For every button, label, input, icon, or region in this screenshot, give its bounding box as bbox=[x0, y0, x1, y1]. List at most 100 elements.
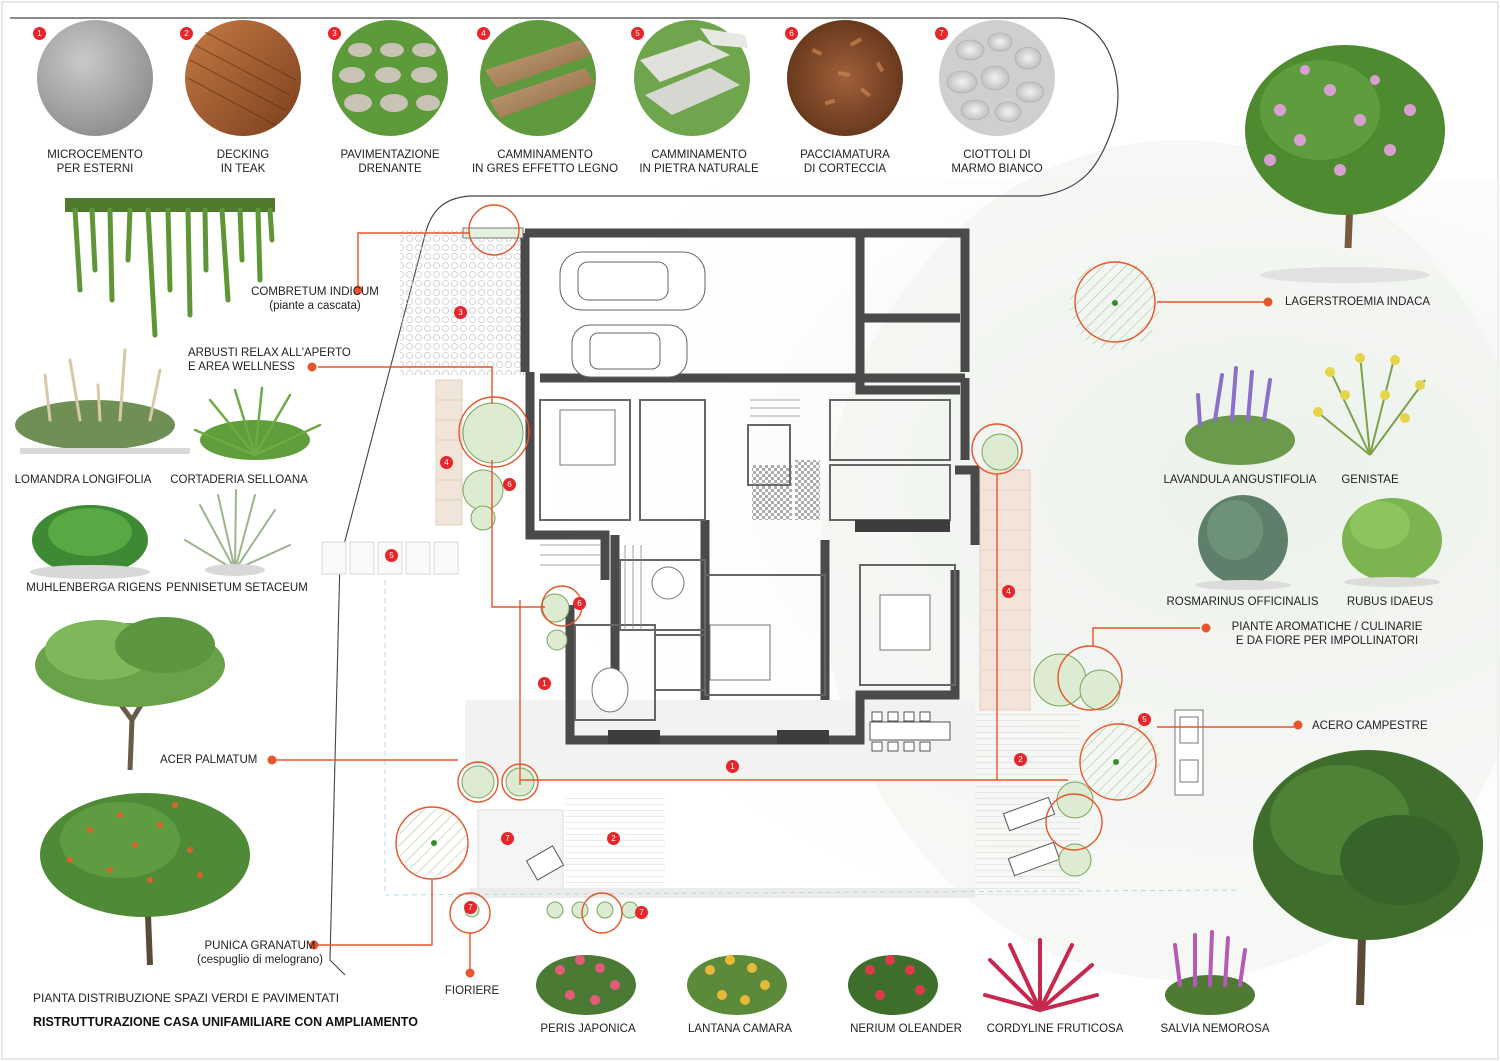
rosmarinus-plant-icon bbox=[1195, 495, 1291, 590]
combretum-plant-icon bbox=[65, 198, 275, 338]
plan-marker: 5 bbox=[1138, 713, 1151, 726]
concrete-swatch-icon bbox=[37, 20, 153, 136]
material-label: PAVIMENTAZIONE DRENANTE bbox=[330, 148, 450, 176]
material-number-badge: 4 bbox=[477, 27, 490, 40]
muhlenbergia-plant-icon bbox=[30, 505, 150, 579]
floor-plan bbox=[321, 227, 1241, 919]
lagerstroemia-tree-icon bbox=[1245, 45, 1445, 283]
acer-palmatum-tree-icon bbox=[35, 617, 225, 771]
grass-paver-swatch-icon bbox=[332, 20, 448, 136]
teak-swatch-icon bbox=[185, 20, 301, 136]
material-number-badge: 6 bbox=[785, 27, 798, 40]
material-label: DECKING IN TEAK bbox=[183, 148, 303, 176]
arbusti-label: ARBUSTI RELAX ALL'APERTO E AREA WELLNESS bbox=[188, 346, 351, 374]
material-label: MICROCEMENTO PER ESTERNI bbox=[35, 148, 155, 176]
lomandra-plant-icon bbox=[15, 348, 190, 454]
material-label-line2: IN PIETRA NATURALE bbox=[639, 163, 759, 175]
peris-plant-icon bbox=[536, 955, 636, 1015]
arbusti-label-line1: ARBUSTI RELAX ALL'APERTO bbox=[188, 347, 351, 359]
material-label-line1: CAMMINAMENTO bbox=[651, 149, 747, 161]
punica-granatum-tree-icon bbox=[40, 793, 250, 966]
fioriere-label: FIORIERE bbox=[444, 985, 500, 997]
cortaderia-label: CORTADERIA SELLOANA bbox=[170, 474, 308, 486]
material-label-line1: MICROCEMENTO bbox=[47, 149, 143, 161]
genistae-label: GENISTAE bbox=[1341, 474, 1399, 486]
cordyline-plant-icon bbox=[983, 938, 1099, 1012]
plan-marker: 6 bbox=[573, 597, 586, 610]
material-label: CAMMINAMENTO IN PIETRA NATURALE bbox=[624, 148, 774, 176]
plan-marker: 5 bbox=[385, 549, 398, 562]
stone-slab-swatch-icon bbox=[634, 20, 750, 136]
plan-marker: 7 bbox=[464, 901, 477, 914]
nerium-label: NERIUM OLEANDER bbox=[850, 1023, 962, 1035]
lavandula-label: LAVANDULA ANGUSTIFOLIA bbox=[1163, 474, 1317, 486]
wood-tile-swatch-icon bbox=[480, 20, 596, 136]
cortaderia-plant-icon bbox=[193, 386, 322, 460]
plan-marker: 7 bbox=[635, 906, 648, 919]
plan-marker: 4 bbox=[440, 456, 453, 469]
lavandula-plant-icon bbox=[1185, 366, 1295, 465]
material-label-line1: CAMMINAMENTO bbox=[497, 149, 593, 161]
material-label-line2: DRENANTE bbox=[358, 163, 422, 175]
arbusti-label-line2: E AREA WELLNESS bbox=[188, 361, 295, 373]
marble-pebble-swatch-icon bbox=[939, 20, 1055, 136]
material-number-badge: 7 bbox=[935, 27, 948, 40]
genistae-plant-icon bbox=[1313, 353, 1426, 456]
material-number-badge: 3 bbox=[328, 27, 341, 40]
punica-label-line1: PUNICA GRANATUM bbox=[204, 940, 316, 952]
plan-marker: 6 bbox=[503, 478, 516, 491]
aromatiche-label-line2: E DA FIORE PER IMPOLLINATORI bbox=[1235, 635, 1419, 647]
punica-label-line2: (cespuglio di melograno) bbox=[197, 954, 323, 966]
aromatiche-label: PIANTE AROMATICHE / CULINARIE E DA FIORE … bbox=[1222, 620, 1432, 648]
plan-marker: 2 bbox=[1014, 753, 1027, 766]
acer-palmatum-label: ACER PALMATUM bbox=[160, 754, 258, 766]
acero-campestre-tree-icon bbox=[1253, 750, 1483, 1006]
combretum-label-line2: (piante a cascata) bbox=[269, 300, 361, 312]
material-number-badge: 5 bbox=[631, 27, 644, 40]
material-number-badge: 2 bbox=[180, 27, 193, 40]
rubus-plant-icon bbox=[1342, 498, 1442, 587]
plan-marker: 3 bbox=[454, 306, 467, 319]
material-swatches bbox=[37, 20, 1055, 136]
callout-lines bbox=[274, 204, 1296, 973]
lantana-plant-icon bbox=[687, 955, 787, 1015]
plan-marker: 1 bbox=[726, 760, 739, 773]
pennisetum-label: PENNISETUM SETACEUM bbox=[166, 582, 308, 594]
lantana-label: LANTANA CAMARA bbox=[688, 1023, 792, 1035]
material-label-line2: MARMO BIANCO bbox=[951, 163, 1043, 175]
material-number-badge: 1 bbox=[33, 27, 46, 40]
material-label-line1: PACCIAMATURA bbox=[800, 149, 890, 161]
cordyline-label: CORDYLINE FRUTICOSA bbox=[986, 1023, 1124, 1035]
material-label: CIOTTOLI DI MARMO BIANCO bbox=[937, 148, 1057, 176]
material-label: CAMMINAMENTO IN GRES EFFETTO LEGNO bbox=[465, 148, 625, 176]
material-label-line1: CIOTTOLI DI bbox=[963, 149, 1031, 161]
peris-label: PERIS JAPONICA bbox=[540, 1023, 636, 1035]
acero-label: ACERO CAMPESTRE bbox=[1312, 720, 1428, 732]
drawing-title: PIANTA DISTRIBUZIONE SPAZI VERDI E PAVIM… bbox=[33, 991, 340, 1005]
project-title: RISTRUTTURAZIONE CASA UNIFAMILIARE CON A… bbox=[33, 1015, 418, 1029]
plant-illustrations bbox=[15, 45, 1483, 1015]
plan-marker: 1 bbox=[538, 677, 551, 690]
combretum-label-line1: COMBRETUM INDICUM bbox=[251, 286, 379, 298]
rubus-label: RUBUS IDAEUS bbox=[1346, 596, 1434, 608]
material-label-line1: DECKING bbox=[216, 149, 270, 161]
plan-marker: 2 bbox=[607, 832, 620, 845]
material-label-line2: IN TEAK bbox=[220, 163, 266, 175]
muhlenbergia-label: MUHLENBERGA RIGENS bbox=[26, 582, 162, 594]
material-label-line2: PER ESTERNI bbox=[56, 163, 134, 175]
combretum-label: COMBRETUM INDICUM (piante a cascata) bbox=[240, 285, 390, 313]
pennisetum-plant-icon bbox=[184, 489, 291, 576]
bark-mulch-swatch-icon bbox=[787, 20, 903, 136]
lagerstroemia-label: LAGERSTROEMIA INDACA bbox=[1285, 296, 1431, 308]
material-label-line1: PAVIMENTAZIONE bbox=[340, 149, 440, 161]
nerium-plant-icon bbox=[848, 955, 938, 1015]
aromatiche-label-line1: PIANTE AROMATICHE / CULINARIE bbox=[1231, 621, 1423, 633]
punica-label: PUNICA GRANATUM (cespuglio di melograno) bbox=[185, 939, 335, 967]
plan-marker: 4 bbox=[1002, 585, 1015, 598]
salvia-label: SALVIA NEMOROSA bbox=[1160, 1023, 1270, 1035]
material-label-line2: IN GRES EFFETTO LEGNO bbox=[471, 163, 619, 175]
rosmarinus-label: ROSMARINUS OFFICINALIS bbox=[1166, 596, 1319, 608]
salvia-plant-icon bbox=[1165, 930, 1255, 1015]
